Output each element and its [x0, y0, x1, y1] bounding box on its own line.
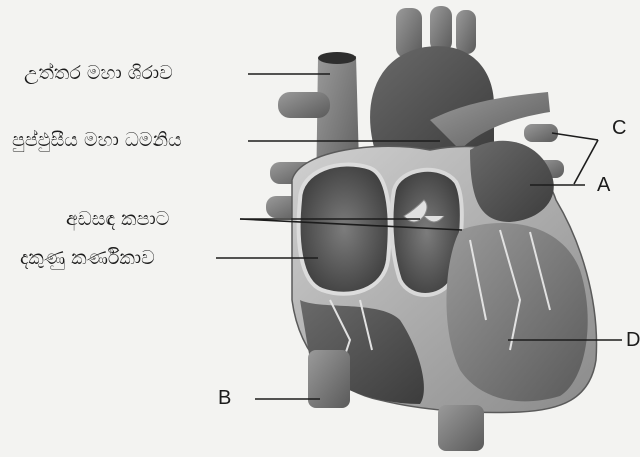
- right-atrium-chamber: [299, 165, 390, 294]
- letter-c: C: [612, 118, 626, 138]
- letter-a: A: [597, 175, 610, 195]
- left-atrium-chamber: [470, 141, 554, 222]
- letter-d: D: [626, 330, 640, 350]
- label-superior-vena-cava: උත්තර මහා ශිරාව: [24, 64, 173, 83]
- label-pulmonary-artery: පුප්ඵුසීය මහා ධමනිය: [12, 131, 182, 150]
- label-semilunar-valve: අඩසඳ කපාට: [66, 210, 169, 229]
- leader-c-1: [552, 133, 598, 140]
- label-right-atrium: දකුණු කර්ණිකාව: [20, 249, 155, 268]
- leader-c-2: [574, 140, 598, 184]
- aorta: [370, 46, 494, 160]
- bottom-vessel: [438, 405, 484, 451]
- letter-b: B: [218, 388, 231, 408]
